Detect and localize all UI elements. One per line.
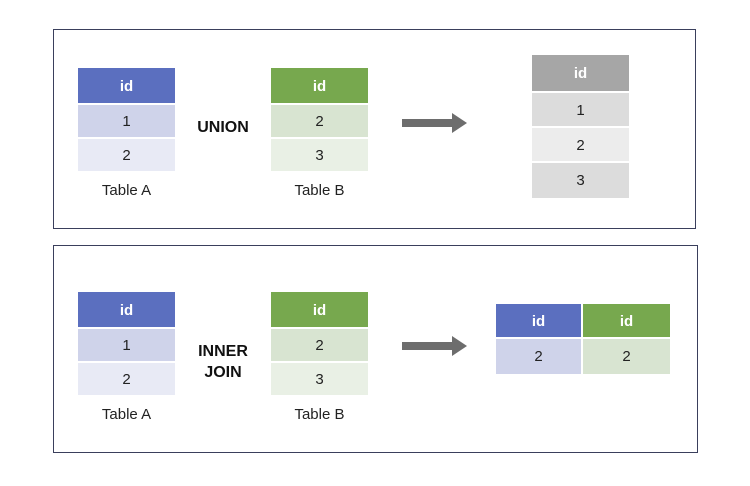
join-table-a: id 1 2 <box>78 292 175 397</box>
union-result-row-1: 1 <box>532 93 629 128</box>
union-result-table: id 1 2 3 <box>532 55 629 198</box>
join-table-b-caption: Table B <box>294 406 345 423</box>
union-table-a-row-1: 1 <box>78 105 175 139</box>
union-table-b-caption: Table B <box>294 182 345 199</box>
join-result-header-a: id <box>496 304 583 339</box>
join-table-a-row-1: 1 <box>78 329 175 363</box>
join-table-a-header: id <box>78 292 175 329</box>
inner-join-operator-line2: JOIN <box>204 364 242 381</box>
join-table-a-row-2: 2 <box>78 363 175 397</box>
inner-join-operator-line1: INNER <box>198 343 248 360</box>
union-table-a-header: id <box>78 68 175 105</box>
join-result-header-b: id <box>583 304 670 339</box>
union-table-b-header: id <box>271 68 368 105</box>
inner-join-operator-label: INNER JOIN <box>180 341 266 383</box>
join-table-b-row-2: 3 <box>271 363 368 397</box>
union-arrow-icon <box>402 113 467 133</box>
union-table-a: id 1 2 <box>78 68 175 173</box>
join-result-cell-b: 2 <box>583 339 670 374</box>
join-arrow-icon <box>402 336 467 356</box>
join-table-a-caption: Table A <box>101 406 152 423</box>
union-table-a-caption: Table A <box>101 182 152 199</box>
union-table-b-row-1: 2 <box>271 105 368 139</box>
join-result-row: 2 2 <box>496 339 670 374</box>
join-table-b: id 2 3 <box>271 292 368 397</box>
union-table-b: id 2 3 <box>271 68 368 173</box>
union-result-row-3: 3 <box>532 163 629 198</box>
union-table-b-row-2: 3 <box>271 139 368 173</box>
join-table-b-header: id <box>271 292 368 329</box>
union-result-header: id <box>532 55 629 93</box>
join-result-header-row: id id <box>496 304 670 339</box>
join-result-table: id id 2 2 <box>496 304 670 374</box>
union-result-row-2: 2 <box>532 128 629 163</box>
join-result-cell-a: 2 <box>496 339 583 374</box>
union-operator-label: UNION <box>197 119 249 136</box>
union-table-a-row-2: 2 <box>78 139 175 173</box>
join-table-b-row-1: 2 <box>271 329 368 363</box>
